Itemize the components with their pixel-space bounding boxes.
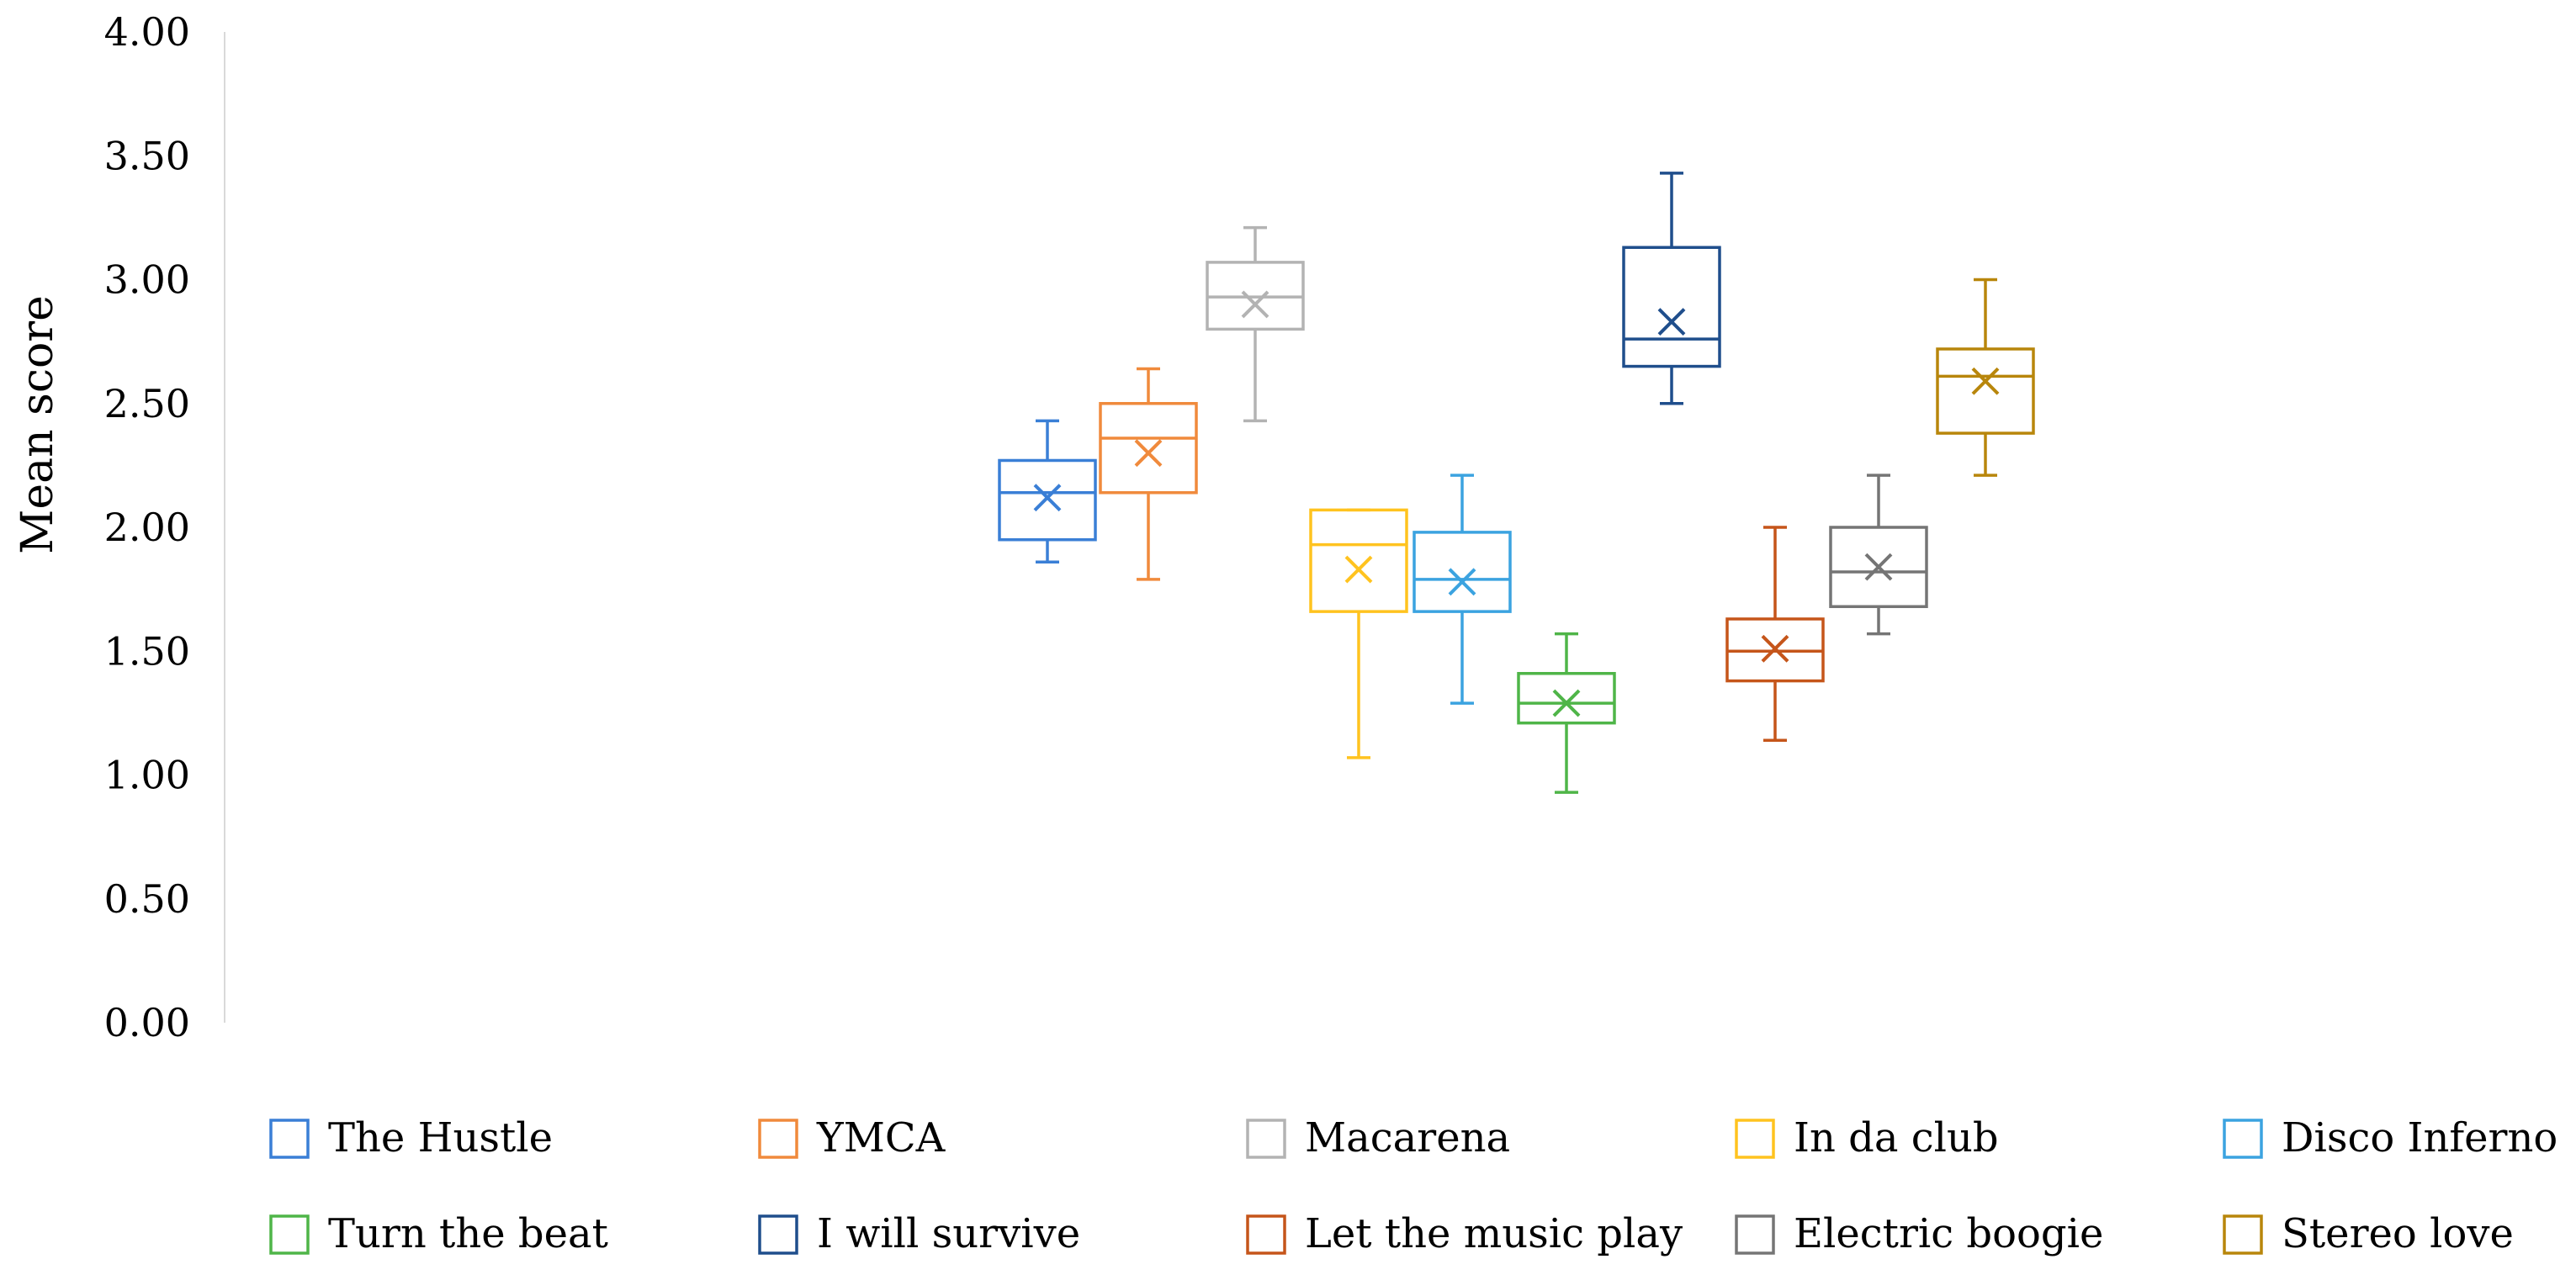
legend-item: YMCA [758, 1114, 946, 1161]
legend-item: The Hustle [269, 1114, 553, 1161]
legend-label: In da club [1794, 1114, 1999, 1161]
y-tick-label: 1.00 [104, 753, 190, 798]
legend-swatch [269, 1214, 310, 1255]
iqr-box [1413, 531, 1512, 613]
legend-swatch [758, 1214, 798, 1255]
legend-swatch [2223, 1119, 2263, 1159]
y-tick-label: 2.50 [104, 381, 190, 426]
legend-item: Disco Inferno [2223, 1114, 2557, 1161]
box-series [1936, 278, 2035, 477]
iqr-box [1099, 402, 1198, 495]
box-series [1206, 225, 1305, 423]
iqr-box [1829, 526, 1928, 608]
mean-marker [1552, 689, 1581, 717]
legend-swatch [758, 1119, 798, 1159]
y-tick-label: 0.50 [104, 876, 190, 922]
legend-swatch [269, 1119, 310, 1159]
box-series [1622, 172, 1721, 405]
legend-swatch [1246, 1119, 1286, 1159]
box-series-group [998, 172, 2035, 794]
legend-label: Stereo love [2282, 1210, 2514, 1257]
mean-marker [1241, 290, 1269, 319]
box-series [1099, 367, 1198, 581]
legend-swatch [2223, 1214, 2263, 1255]
box-series [1517, 632, 1616, 794]
legend-item: Electric boogie [1735, 1210, 2103, 1257]
legend-swatch [1735, 1214, 1775, 1255]
legend-item: I will survive [758, 1210, 1080, 1257]
box-series [1725, 526, 1825, 743]
legend-item: Turn the beat [269, 1210, 608, 1257]
legend-item: Macarena [1246, 1114, 1510, 1161]
iqr-box [1309, 508, 1408, 613]
legend-label: Disco Inferno [2282, 1114, 2557, 1161]
legend-item: Stereo love [2223, 1210, 2514, 1257]
y-tick-label: 3.50 [104, 133, 190, 178]
iqr-box [1936, 347, 2035, 435]
legend-swatch [1246, 1214, 1286, 1255]
legend: The Hustle YMCA Macarena In da club Disco In… [269, 1114, 2557, 1257]
y-tick-label: 3.00 [104, 257, 190, 303]
legend-label: Macarena [1305, 1114, 1510, 1161]
mean-marker [1761, 634, 1789, 663]
y-tick-label: 2.00 [104, 505, 190, 550]
iqr-box [998, 458, 1097, 542]
iqr-box [1622, 246, 1721, 368]
mean-marker [1864, 553, 1893, 581]
legend-item: In da club [1735, 1114, 1999, 1161]
box-series [998, 419, 1097, 563]
mean-marker [1033, 484, 1062, 512]
legend-label: Turn the beat [328, 1210, 608, 1257]
legend-label: I will survive [817, 1210, 1080, 1257]
legend-label: The Hustle [328, 1114, 553, 1161]
y-axis-title: Mean score [13, 295, 63, 554]
legend-label: YMCA [816, 1114, 946, 1161]
y-tick-label: 1.50 [104, 628, 190, 674]
legend-item: Let the music play [1246, 1210, 1683, 1257]
mean-marker [1134, 439, 1163, 468]
legend-swatch [1735, 1119, 1775, 1159]
iqr-box [1517, 672, 1616, 725]
box-series [1309, 508, 1408, 759]
y-tick-label: 0.00 [104, 1000, 190, 1045]
y-tick-labels: 0.00 0.50 1.00 1.50 2.00 2.50 3.00 3.50 4.00 [104, 9, 190, 1045]
legend-label: Electric boogie [1794, 1210, 2103, 1257]
mean-marker [1448, 568, 1476, 596]
mean-marker [1971, 367, 2000, 395]
mean-marker [1344, 555, 1373, 584]
box-series [1829, 473, 1928, 636]
box-series [1413, 473, 1512, 705]
mean-marker [1657, 308, 1686, 336]
legend-label: Let the music play [1305, 1210, 1683, 1257]
y-tick-label: 4.00 [104, 9, 190, 55]
